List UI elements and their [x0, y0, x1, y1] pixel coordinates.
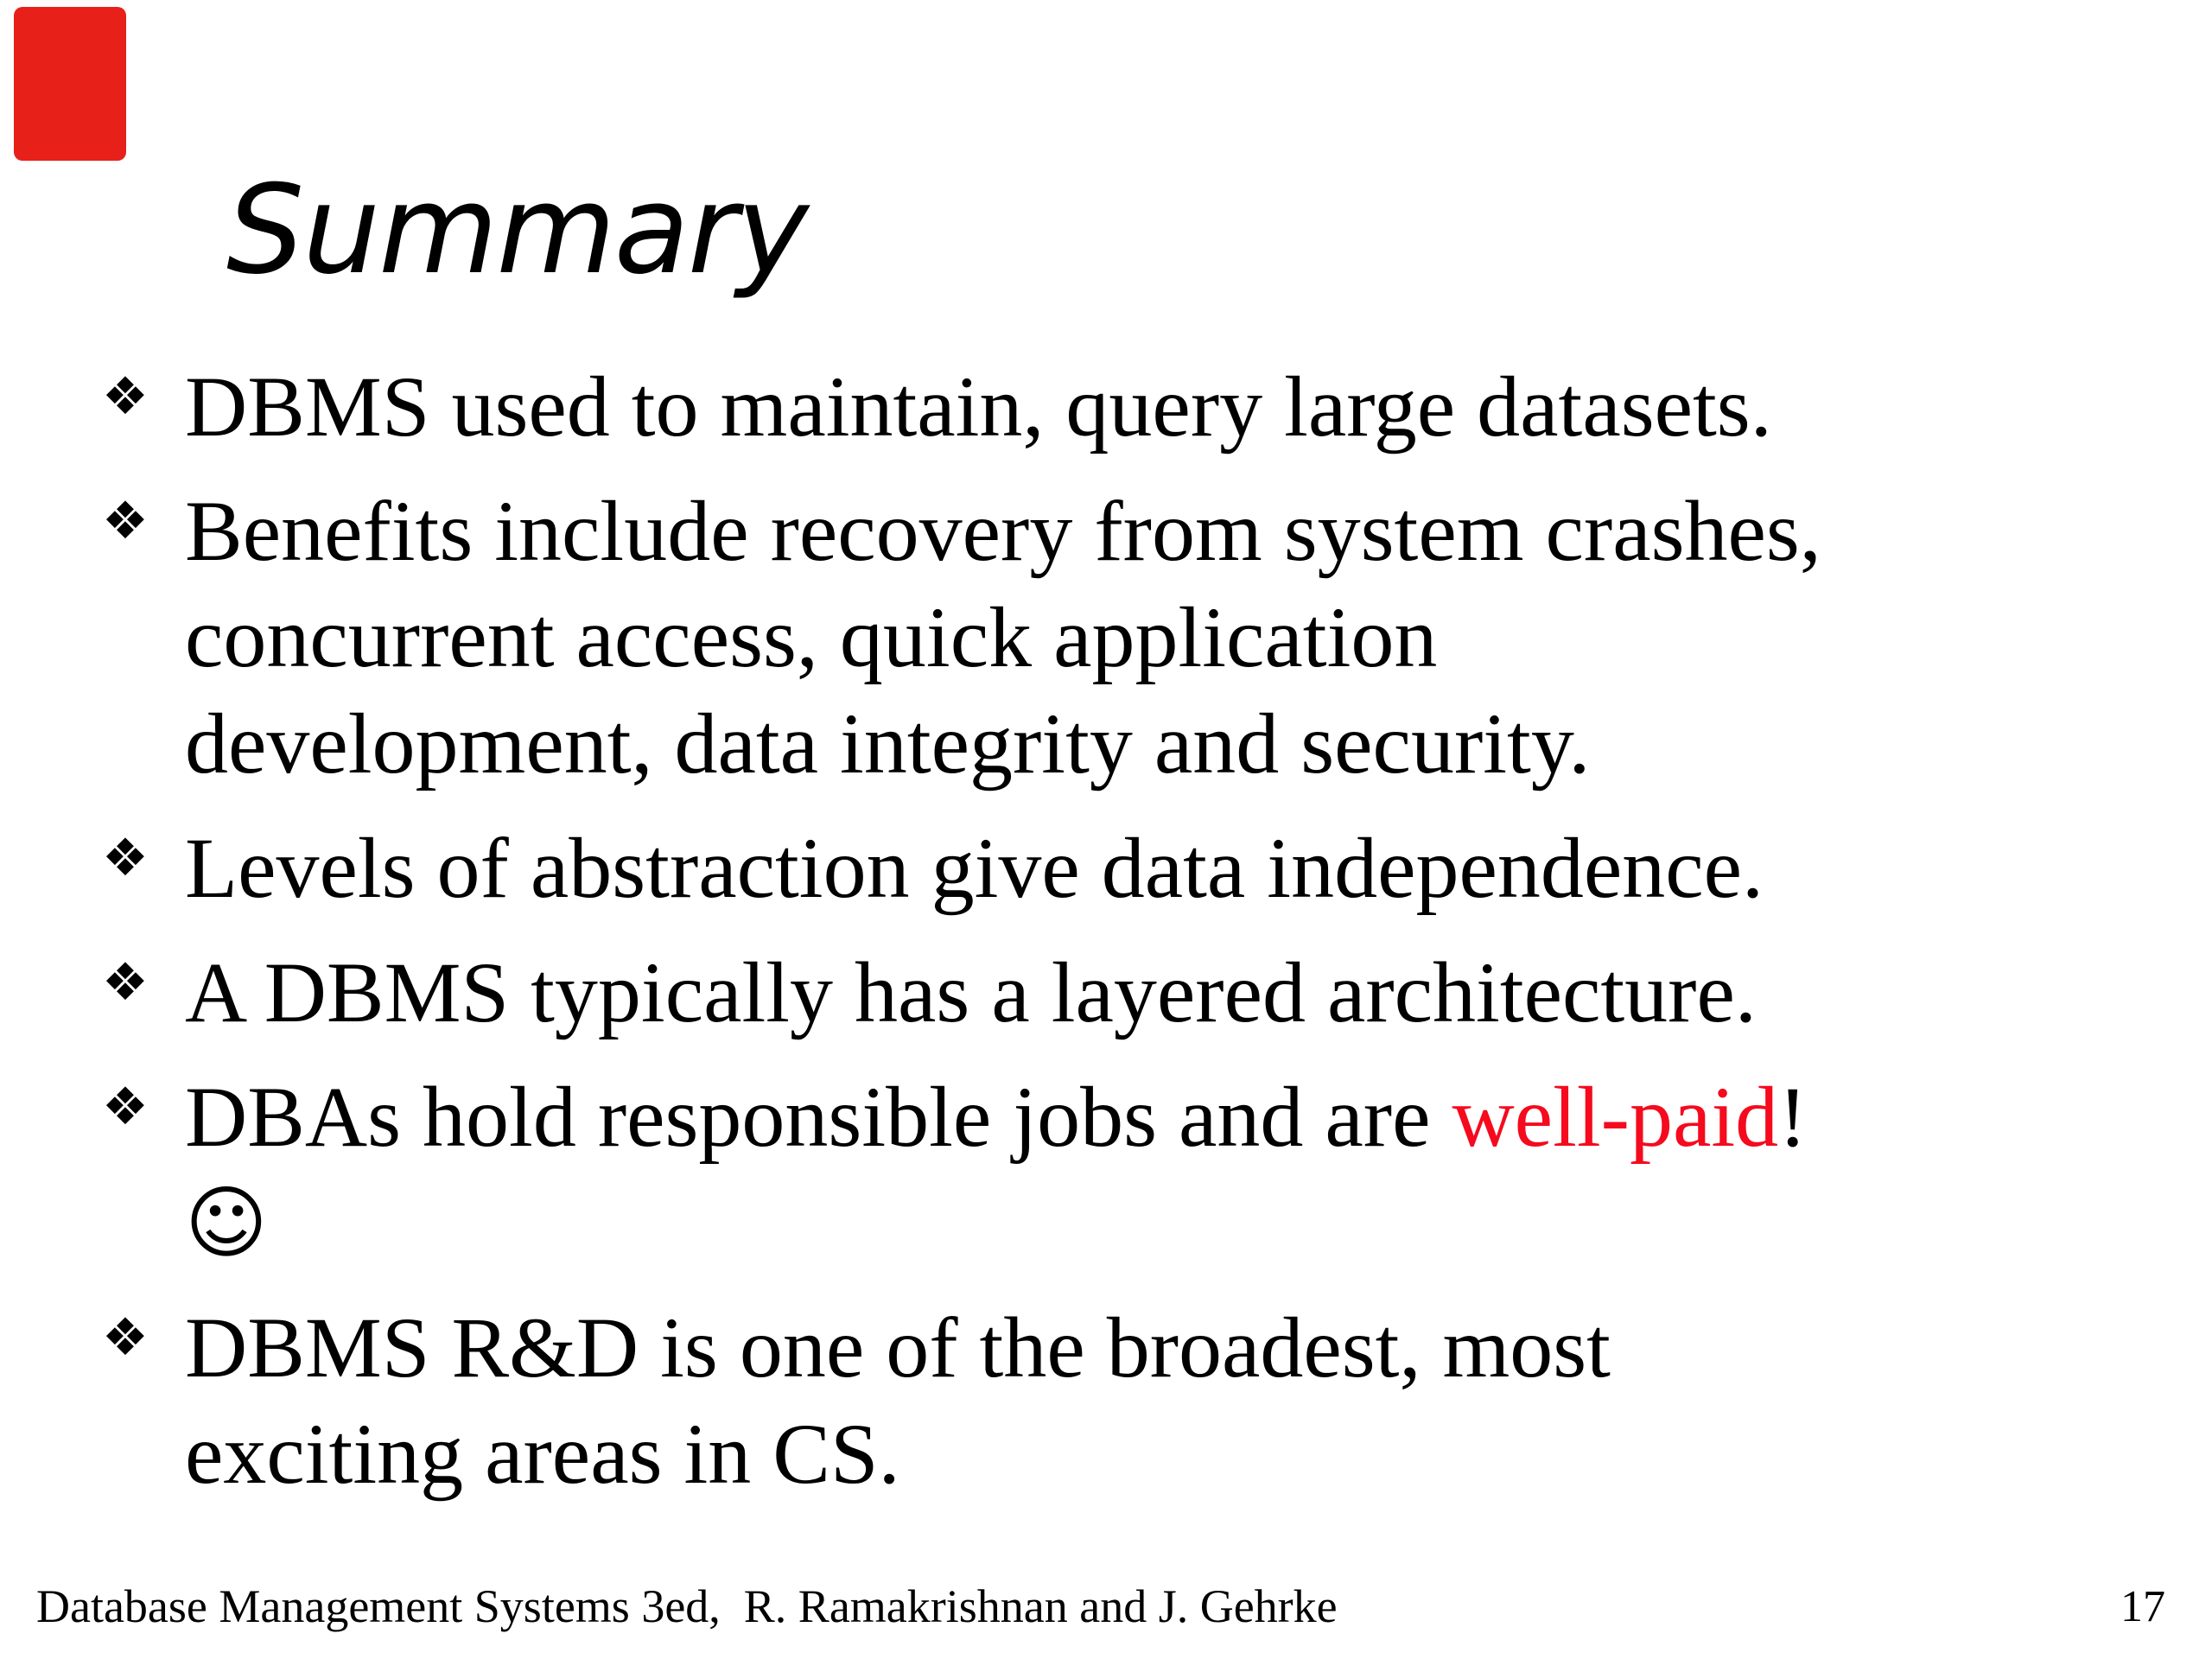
bullet-line: Benefits include recovery from system cr… [185, 483, 1821, 579]
bullet-line: DBMS R&D is one of the broadest, most [185, 1300, 1611, 1395]
bullet-list: ❖ DBMS used to maintain, query large dat… [102, 353, 1821, 1525]
bullet-line: A DBMS typically has a layered architect… [185, 944, 1757, 1040]
page-number: 17 [2120, 1582, 2165, 1631]
bullet-item-dbms-usage: ❖ DBMS used to maintain, query large dat… [102, 353, 1821, 460]
bullet-item-abstraction: ❖ Levels of abstraction give data indepe… [102, 815, 1821, 921]
footer-citation: Database Management Systems 3ed, R. Rama… [36, 1580, 1338, 1632]
bullet-text-pre: DBAs hold responsible jobs and are [185, 1069, 1452, 1165]
diamond-bullet-icon: ❖ [102, 1077, 149, 1137]
diamond-bullet-icon: ❖ [102, 491, 149, 551]
bullet-item-dbas: ❖ DBAs hold responsible jobs and are wel… [102, 1064, 1821, 1276]
slide-title: Summary [226, 159, 809, 302]
diamond-bullet-icon: ❖ [102, 828, 149, 888]
bullet-line: concurrent access, quick application [185, 589, 1438, 685]
bullet-item-benefits: ❖ Benefits include recovery from system … [102, 478, 1821, 797]
smiley-icon: ☺ [185, 1177, 268, 1269]
bullet-line: DBAs hold responsible jobs and are well-… [185, 1064, 1821, 1170]
bullet-line: exciting areas in CS. [185, 1406, 900, 1502]
bullet-line: DBMS used to maintain, query large datas… [185, 359, 1772, 454]
bullet-text-post: ! [1778, 1069, 1808, 1165]
bullet-line: development, data integrity and security… [185, 696, 1591, 791]
diamond-bullet-icon: ❖ [102, 366, 149, 427]
highlight-well-paid: well-paid [1452, 1069, 1779, 1165]
red-corner-marker [14, 7, 126, 161]
bullet-item-architecture: ❖ A DBMS typically has a layered archite… [102, 939, 1821, 1046]
diamond-bullet-icon: ❖ [102, 1307, 149, 1368]
bullet-item-research: ❖ DBMS R&D is one of the broadest, most … [102, 1294, 1821, 1507]
diamond-bullet-icon: ❖ [102, 952, 149, 1013]
bullet-line: Levels of abstraction give data independ… [185, 820, 1764, 916]
